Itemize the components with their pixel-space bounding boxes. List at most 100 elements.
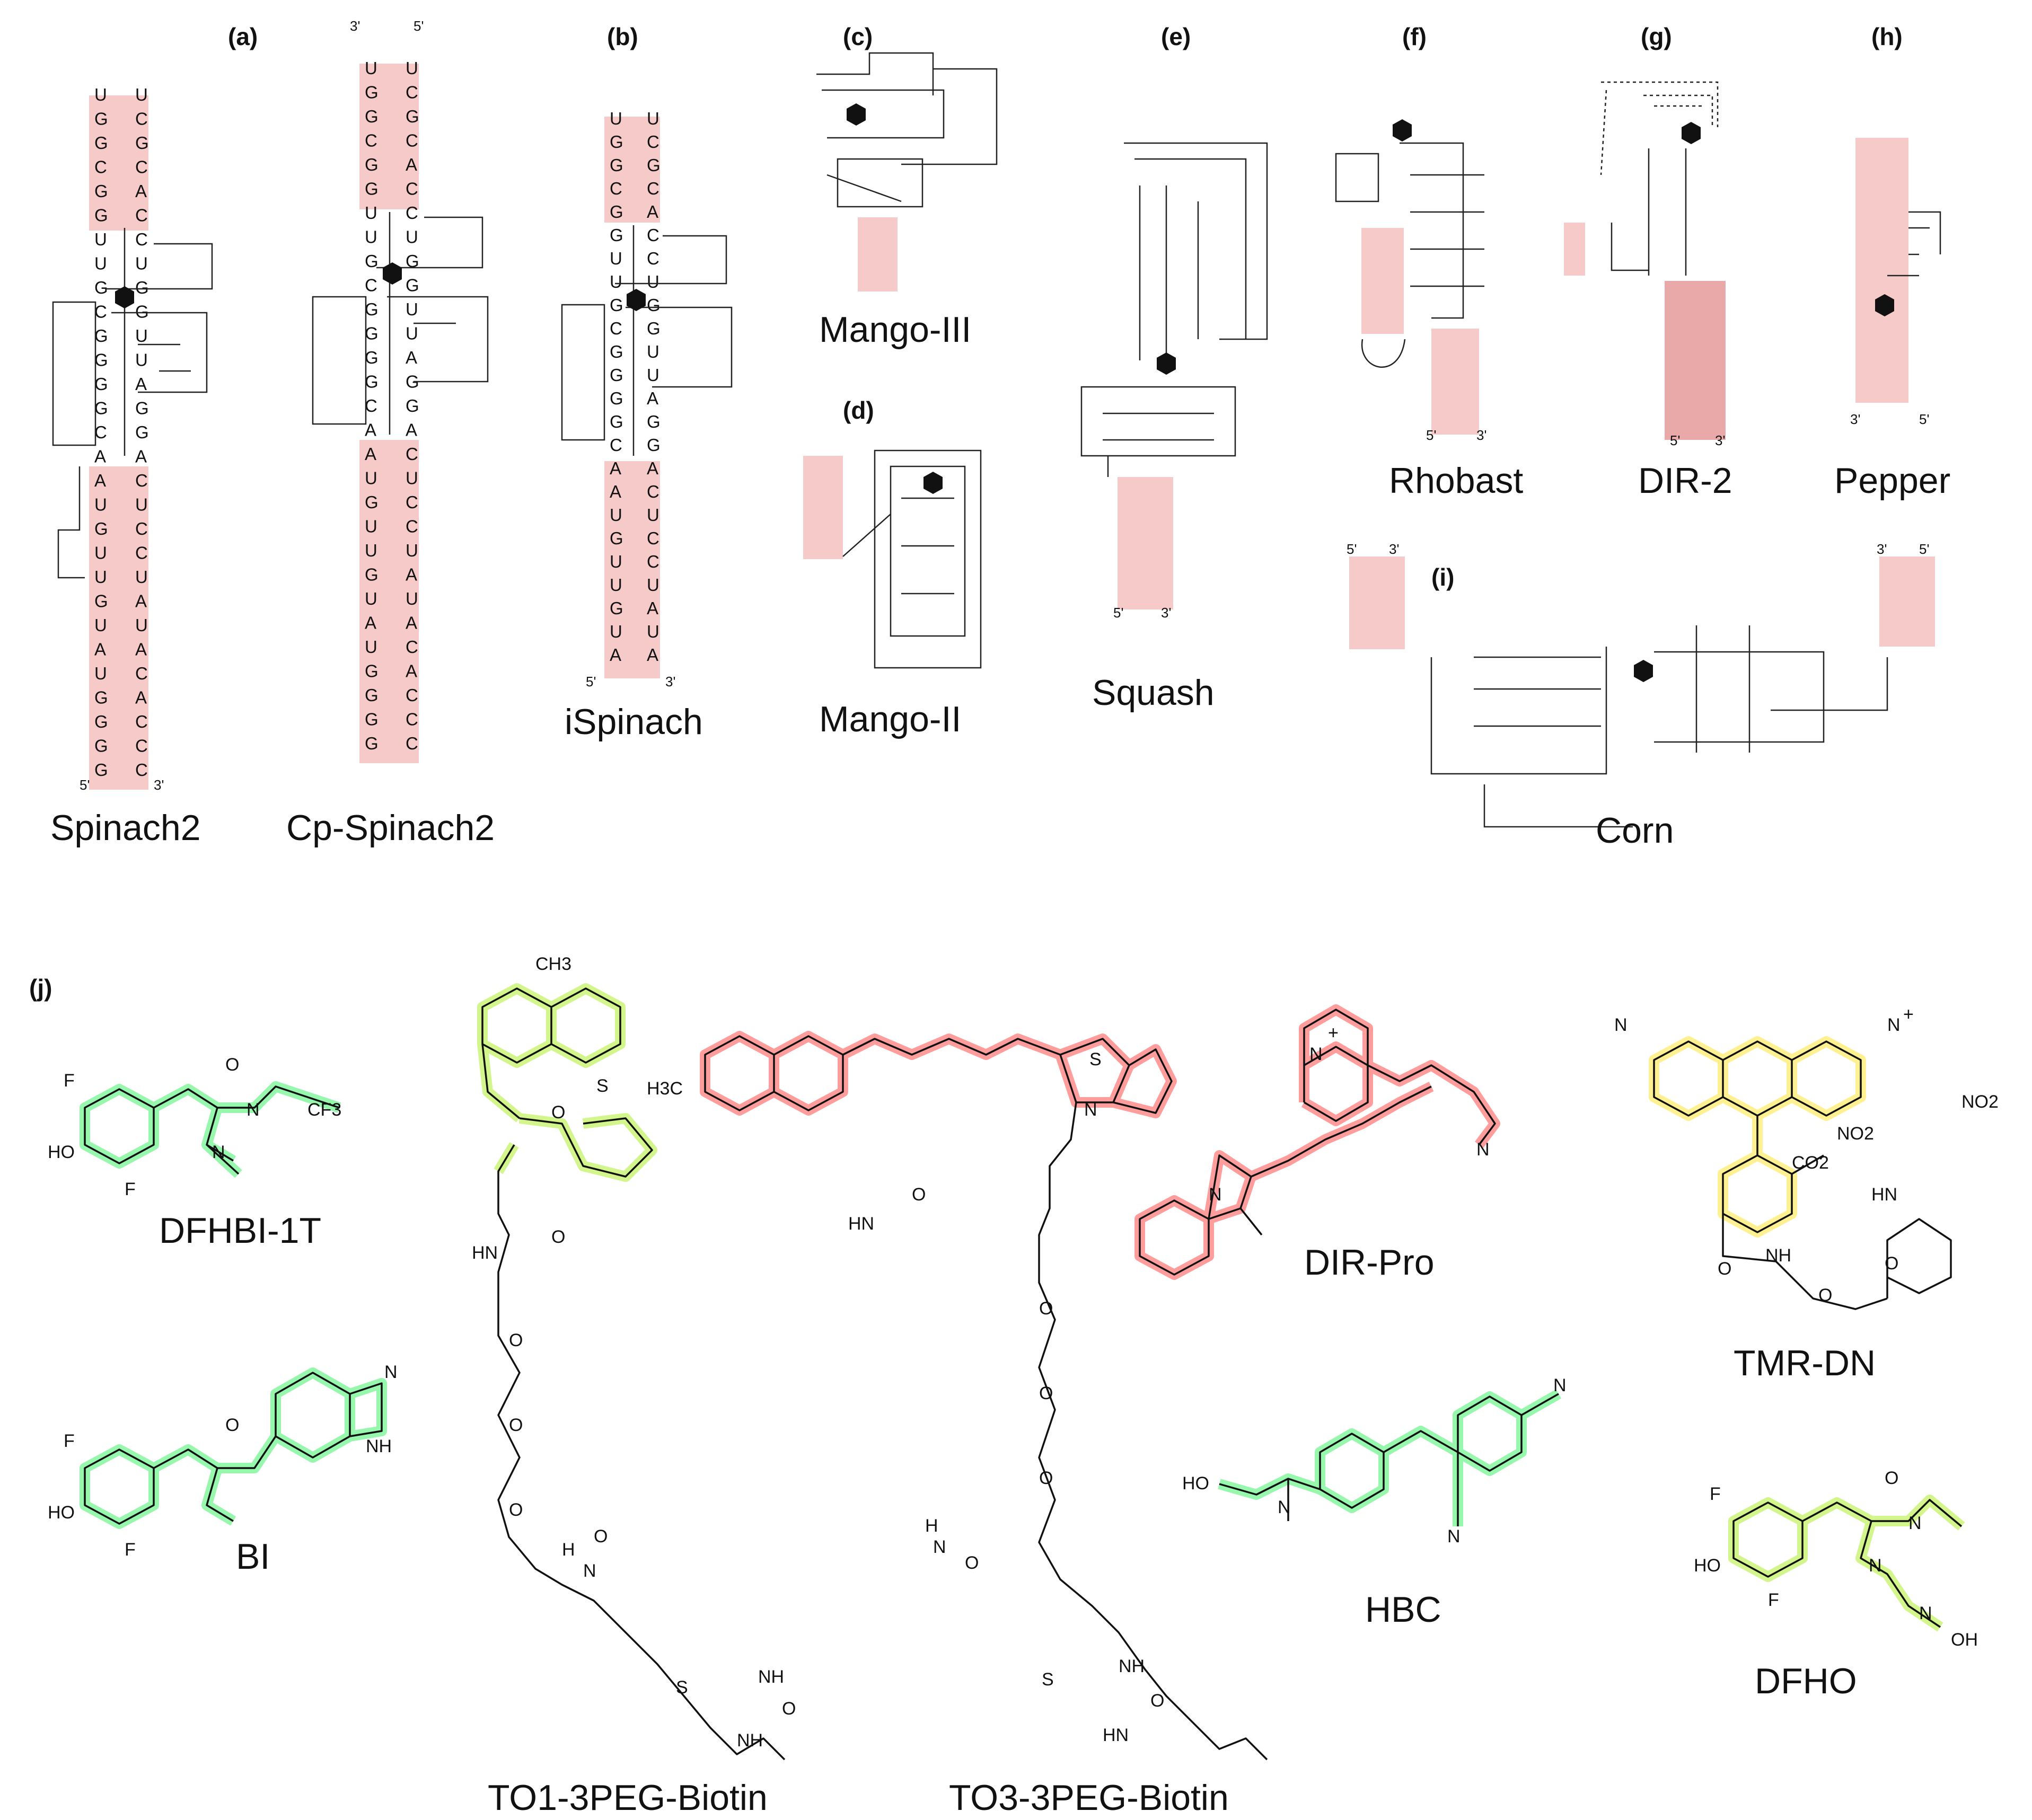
to3-atom-s: S <box>1089 1049 1102 1070</box>
corn-label: Corn <box>1596 810 1674 851</box>
spinach2-right-nt-13: G <box>135 399 149 418</box>
ispinach-five-prime: 5' <box>586 674 596 690</box>
ispinach-right-nt-6: C <box>647 249 659 268</box>
to1-atom-s: S <box>596 1076 609 1096</box>
tmrdn-atom-n2: N <box>1887 1015 1901 1035</box>
cp-spinach2-right-nt-5: C <box>406 179 418 199</box>
dir2-connector-lines <box>1611 148 1687 276</box>
ispinach-left-nt-20: U <box>610 575 622 595</box>
ispinach-right-nt-15: A <box>647 458 658 478</box>
dir2-label: DIR-2 <box>1638 461 1732 501</box>
spinach2-right-nt-2: G <box>135 133 149 153</box>
to1-atom-o4: O <box>509 1415 523 1435</box>
fluorophore-hexagon-ispinach <box>627 289 646 311</box>
ispinach-left-nt-4: G <box>610 202 623 222</box>
cp-spinach2-left-nt-24: U <box>365 637 377 657</box>
cp-spinach2-right-nt-3: C <box>406 131 418 151</box>
spinach2-left-nt-9: C <box>94 302 107 322</box>
cp-spinach2-left-nt-7: U <box>365 227 377 247</box>
cp-spinach2-right-nt-12: A <box>406 348 417 367</box>
rhobast-label: Rhobast <box>1389 461 1523 501</box>
dfhbi1t-atom-n2: N <box>212 1142 225 1162</box>
corn-stem-right <box>1879 556 1935 647</box>
spinach2-left-nt-23: A <box>94 640 106 659</box>
fluorophore-hexagon-dir2 <box>1682 122 1701 144</box>
to1-atom-n-amide: N <box>583 1561 596 1581</box>
spinach2-connector-lines <box>52 228 213 579</box>
cp-spinach2-left-nt-25: G <box>365 661 379 681</box>
hbc-bonds <box>1219 1393 1559 1526</box>
cp-spinach2-left-nt-13: G <box>365 372 379 392</box>
cp-spinach2-left-nt-16: A <box>365 444 376 464</box>
dfhbi1t-atom-ho: HO <box>48 1142 75 1162</box>
spinach2-stem-top <box>89 95 148 231</box>
spinach2-right-nt-20: U <box>135 567 148 587</box>
spinach2-left-nt-8: G <box>94 278 108 297</box>
panel-label-g: (g) <box>1641 23 1672 50</box>
fluorophore-hexagon-cp-spinach2 <box>383 262 402 285</box>
tmrdn-atom-plus: + <box>1903 1004 1914 1024</box>
spinach2-left-nt-12: G <box>94 374 108 394</box>
cp-spinach2-left-nt-0: U <box>365 58 377 78</box>
to3-atom-h3c: H3C <box>647 1079 683 1099</box>
spinach2-right-nt-0: U <box>135 85 148 104</box>
spinach2-left-nt-6: U <box>94 229 107 249</box>
dfho-atom-n2: N <box>1869 1556 1882 1576</box>
spinach2-left-nt-17: U <box>94 495 107 515</box>
ispinach-left-nt-0: U <box>610 109 622 128</box>
panel-label-h: (h) <box>1871 23 1903 50</box>
squash-structure: 5' 3' Squash <box>1080 142 1268 713</box>
cp-spinach2-right-nt-7: U <box>406 227 418 247</box>
dfho-atom-ho: HO <box>1694 1556 1721 1576</box>
dirpro-bonds <box>1139 1009 1496 1276</box>
tmrdn-structure: N N + CO2 NO2 NO2 HN NH O O O TMR-DN <box>1614 1004 1999 1383</box>
ispinach-left-nt-21: G <box>610 598 623 618</box>
cp-spinach2-left-nt-3: C <box>365 131 377 151</box>
fluorophore-hexagon-spinach2 <box>115 286 134 308</box>
spinach2-right-nt-18: C <box>135 519 148 538</box>
to1-atom-o6: O <box>594 1526 608 1547</box>
to1-bonds <box>481 987 786 1761</box>
to1-atom-o5: O <box>509 1500 523 1520</box>
ispinach-right-nt-17: U <box>647 505 659 525</box>
ispinach-right-nt-4: A <box>647 202 658 222</box>
corn-connector-lines <box>1430 625 1888 828</box>
cp-spinach2-right-nt-22: U <box>406 589 418 608</box>
spinach2-left-nt-18: G <box>94 519 108 538</box>
spinach2-right-nt-23: A <box>135 640 147 659</box>
fluorophore-hexagon-pepper <box>1875 294 1894 316</box>
cp-spinach2-left-nt-22: U <box>365 589 377 608</box>
to1-atom-o1: O <box>551 1102 565 1123</box>
spinach2-right-nt-5: C <box>135 206 148 225</box>
mango2-label: Mango-II <box>819 699 961 739</box>
ispinach-right-nt-5: C <box>647 225 659 245</box>
hbc-atom-n1: N <box>1278 1497 1291 1517</box>
ispinach-left-nt-3: C <box>610 179 622 198</box>
ispinach-right-nt-1: C <box>647 132 659 152</box>
bi-atom-f2: F <box>125 1540 136 1560</box>
cp-spinach2-right-nt-20: U <box>406 541 418 560</box>
cp-spinach2-right-nt-11: U <box>406 324 418 343</box>
spinach2-right-nt-24: C <box>135 664 148 683</box>
hbc-label: HBC <box>1365 1589 1441 1630</box>
to1-label: TO1-3PEG-Biotin <box>488 1778 768 1818</box>
cp-spinach2-left-nt-1: G <box>365 83 379 102</box>
rhobast-three-prime: 3' <box>1476 427 1486 443</box>
panel-label-j: (j) <box>29 974 52 1002</box>
spinach2-left-nt-1: G <box>94 109 108 129</box>
cp-spinach2-left-nt-27: G <box>365 710 379 729</box>
spinach2-right-nt-12: A <box>135 374 147 394</box>
spinach2-right-nt-3: C <box>135 157 148 177</box>
dfhbi1t-bonds <box>84 1085 340 1175</box>
spinach2-left-nt-2: G <box>94 133 108 153</box>
squash-five-prime: 5' <box>1113 605 1123 621</box>
hbc-atom-ho: HO <box>1182 1473 1209 1494</box>
cp-spinach2-left-nt-8: G <box>365 251 379 271</box>
spinach2-right-nt-7: U <box>135 254 148 273</box>
cp-spinach2-right-nt-27: C <box>406 710 418 729</box>
corn-structure: 5' 3' 3' 5' Corn <box>1347 541 1935 851</box>
dir2-dotted-lines <box>1600 81 1719 175</box>
ispinach-left-nt-8: G <box>610 295 623 315</box>
spinach2-left-nt-27: G <box>94 736 108 756</box>
